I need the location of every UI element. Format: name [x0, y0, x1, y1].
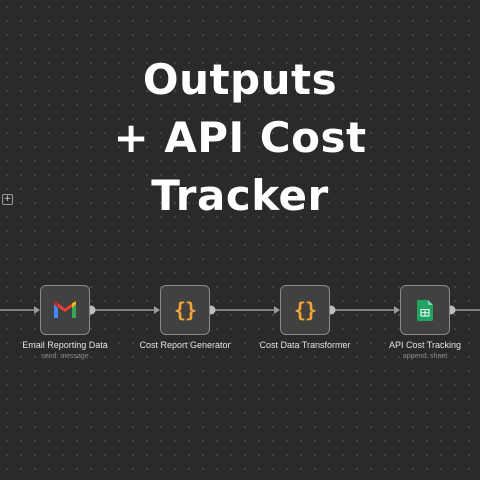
node-label: Cost Report Generator	[139, 340, 231, 350]
connection-arrow	[394, 306, 400, 314]
node-email-reporting-data[interactable]	[40, 285, 90, 335]
connection-arrow	[34, 306, 40, 314]
node-cost-report-generator[interactable]: {}	[160, 285, 210, 335]
node-label: API Cost Tracking	[388, 340, 462, 350]
overlay-title-line-3: Tracker	[151, 171, 329, 220]
overlay-title-line-2: + API Cost	[113, 113, 367, 162]
gmail-icon	[54, 301, 76, 318]
node-api-cost-tracking[interactable]	[400, 285, 450, 335]
node-cost-data-transformer[interactable]: {}	[280, 285, 330, 335]
connection-arrow	[274, 306, 280, 314]
node-label: Cost Data Transformer	[259, 340, 351, 350]
node-label: Email Reporting Data	[22, 340, 108, 350]
node-subtitle: send: message	[41, 353, 89, 360]
add-node-button[interactable]: +	[2, 194, 13, 205]
code-icon: {}	[173, 298, 197, 322]
overlay-title-line-1: Outputs	[142, 55, 338, 104]
node-subtitle: append: sheet	[402, 353, 448, 360]
code-icon: {}	[293, 298, 317, 322]
google-sheets-icon	[417, 299, 433, 321]
connection-arrow	[154, 306, 160, 314]
